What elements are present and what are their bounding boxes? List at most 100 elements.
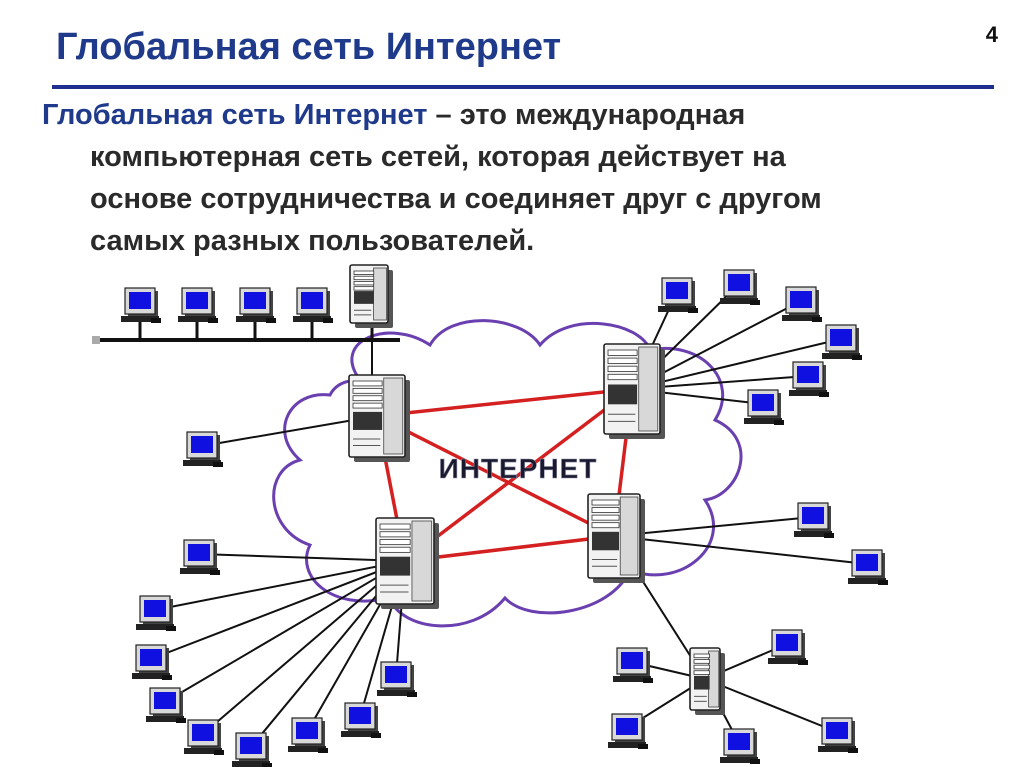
server-panel [608, 384, 638, 405]
drive-bay [607, 349, 638, 356]
server-side [619, 496, 639, 576]
pc-mouse [318, 748, 328, 753]
client-computer [183, 431, 223, 467]
drive-bay [607, 365, 638, 373]
pc-screen [666, 282, 688, 299]
pc-screen [349, 707, 371, 724]
drive-bay [591, 514, 620, 521]
client-computer [608, 713, 648, 749]
client-computer [288, 717, 328, 753]
pc-mouse [638, 744, 648, 749]
user-link [201, 415, 378, 447]
pc-keyboard [288, 746, 326, 752]
pc-keyboard [768, 658, 806, 664]
pc-mouse [878, 580, 888, 585]
drive-bay [352, 387, 383, 394]
bus-computer [236, 287, 276, 323]
definition-line-3: основе сотрудничества и соединяет друг с… [90, 183, 822, 215]
title-divider [52, 85, 994, 89]
pc-mouse [166, 626, 176, 631]
pc-mouse [266, 318, 276, 323]
client-computer [768, 629, 808, 665]
pc-keyboard [180, 568, 218, 574]
backbone-link [376, 414, 615, 538]
server-side [638, 346, 659, 432]
client-computer [822, 324, 862, 360]
pc-mouse [750, 300, 760, 305]
pc-keyboard [341, 731, 379, 737]
backbone-link [403, 387, 634, 563]
pc-mouse [323, 318, 333, 323]
user-link [202, 560, 406, 735]
pc-mouse [151, 318, 161, 323]
pc-screen [385, 666, 407, 683]
client-computer [848, 549, 888, 585]
client-computer [136, 595, 176, 631]
client-computer [658, 277, 698, 313]
drive-bay [693, 670, 711, 675]
drive-bay [353, 286, 375, 291]
user-link [198, 553, 406, 562]
pc-screen [728, 733, 750, 750]
pc-keyboard [377, 690, 415, 696]
pc-screen [790, 291, 812, 308]
drive-bay [353, 270, 375, 275]
backbone-link [404, 534, 615, 563]
client-computer [720, 728, 760, 764]
pc-mouse [210, 570, 220, 575]
client-computer [782, 286, 822, 322]
drive-bay [379, 546, 411, 553]
server-side [383, 377, 404, 455]
pc-mouse [774, 420, 784, 425]
drive-bay [693, 664, 711, 670]
user-link [631, 338, 842, 390]
pc-mouse [162, 675, 172, 680]
pc-mouse [688, 308, 698, 313]
bus-terminator [92, 336, 100, 344]
pc-mouse [208, 318, 218, 323]
drive-bay [607, 357, 638, 364]
definition-line-4: самых разных пользователей. [90, 225, 535, 257]
pc-keyboard [608, 742, 646, 748]
pc-mouse [812, 317, 822, 322]
pc-mouse [214, 750, 224, 755]
server-panel [353, 411, 383, 430]
client-computer [341, 702, 381, 738]
server-d [587, 493, 645, 583]
server-a [348, 374, 410, 462]
drive-bay [693, 653, 711, 659]
pc-screen [188, 544, 210, 561]
pc-keyboard [720, 298, 758, 304]
bus-computer [293, 287, 333, 323]
server-side [411, 520, 433, 602]
pc-screen [616, 718, 638, 735]
slide-title: Глобальная сеть Интернет [56, 26, 562, 68]
client-computer [180, 539, 220, 575]
client-computer [132, 644, 172, 680]
pc-mouse [407, 692, 417, 697]
pc-screen [129, 292, 151, 309]
pc-keyboard [848, 578, 886, 584]
client-computer [146, 687, 186, 723]
pc-keyboard [293, 316, 331, 322]
server-side [708, 650, 720, 708]
user-link [164, 560, 406, 703]
drive-bay [591, 522, 620, 529]
pc-mouse [371, 733, 381, 738]
pc-keyboard [132, 673, 170, 679]
cloud-outline [272, 319, 743, 628]
pc-keyboard [720, 757, 758, 763]
cloud-label: ИНТЕРНЕТ [439, 453, 598, 484]
page-number: 4 [985, 22, 998, 47]
user-link [613, 535, 868, 565]
drive-bay [591, 499, 620, 506]
pc-keyboard [136, 624, 174, 630]
pc-mouse [213, 462, 223, 467]
definition-line-1: – это международная [427, 99, 746, 131]
drive-bay [379, 523, 411, 530]
user-link [613, 516, 814, 537]
pc-keyboard [183, 460, 221, 466]
pc-screen [191, 436, 213, 453]
pc-screen [240, 737, 262, 754]
client-computer [232, 732, 272, 767]
